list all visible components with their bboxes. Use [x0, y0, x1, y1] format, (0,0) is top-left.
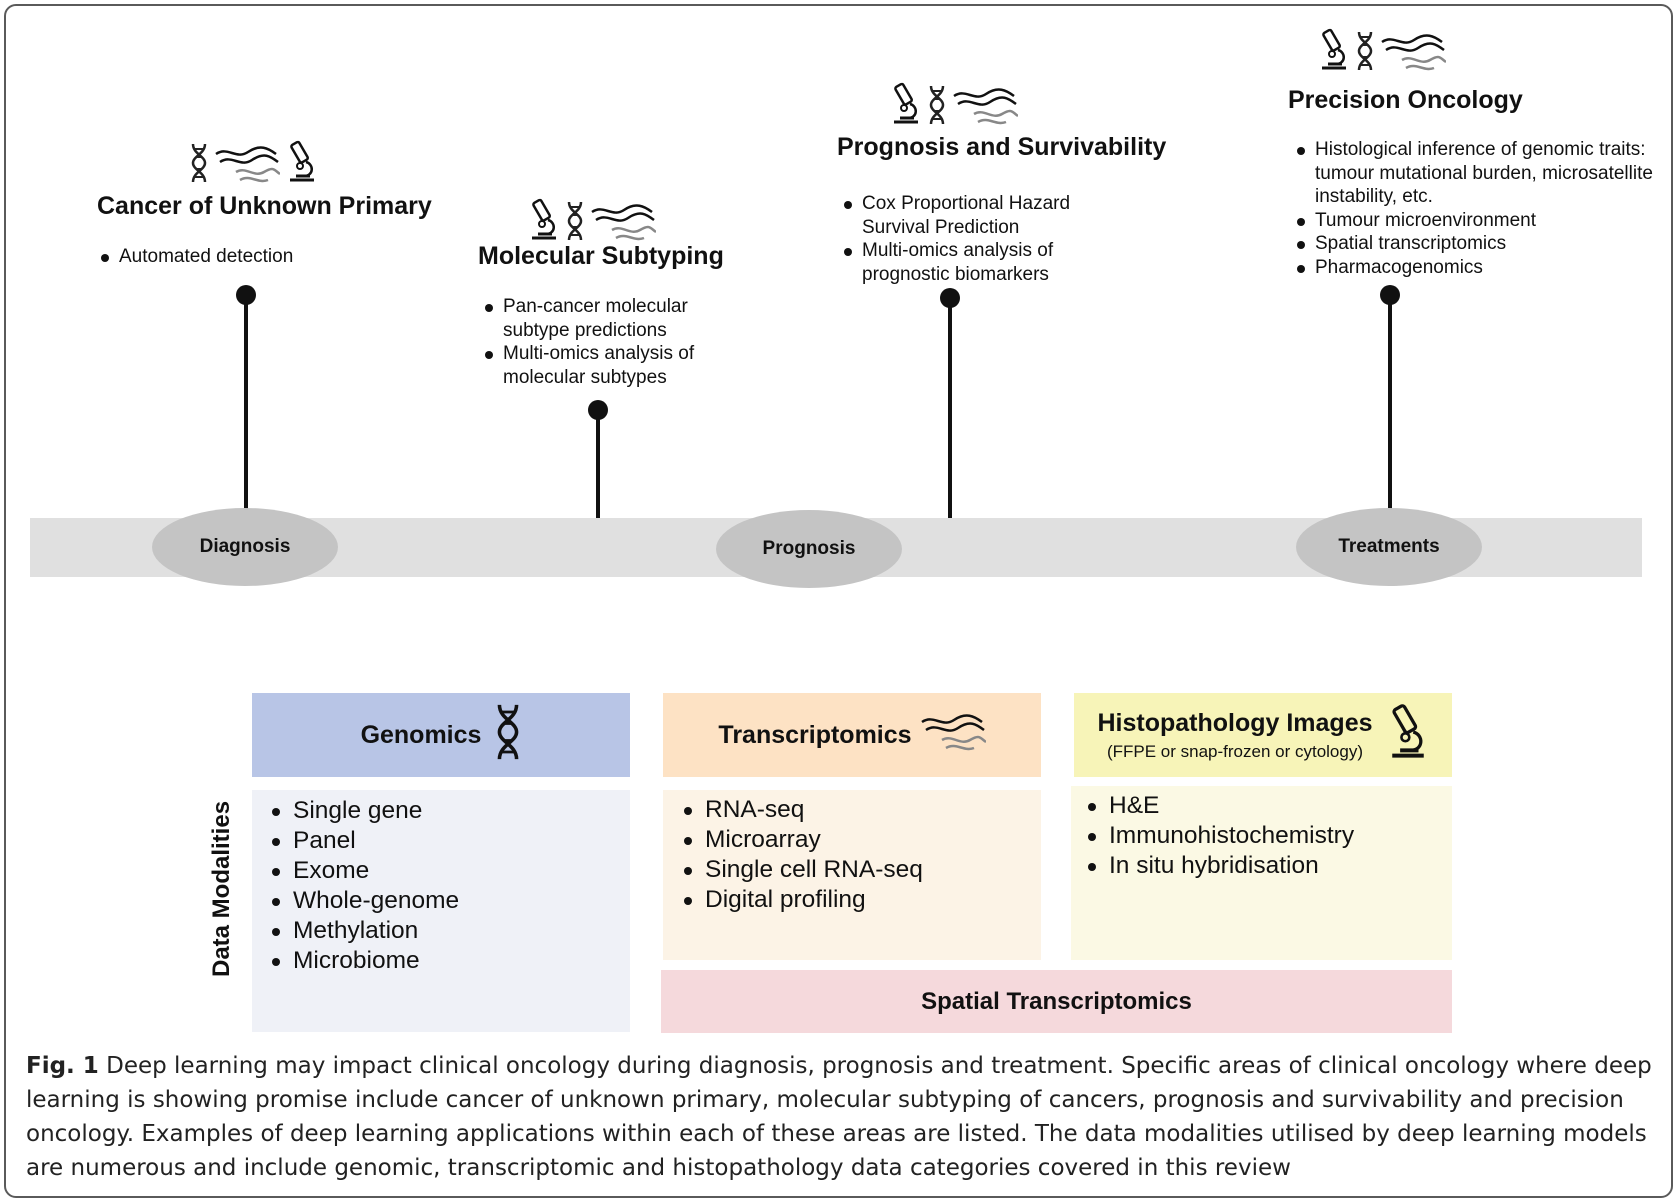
timeline-pin-line [948, 303, 952, 518]
modality-subtitle: (FFPE or snap-frozen or cytology) [1106, 741, 1363, 761]
milestone-title: Molecular Subtyping [478, 242, 724, 270]
list-item: Automated detection [99, 245, 359, 269]
list-item: Spatial transcriptomics [1295, 232, 1660, 256]
modality-body: RNA-seq Microarray Single cell RNA-seq D… [663, 790, 1041, 960]
modality-header: Genomics [252, 693, 630, 777]
dna-icon [190, 142, 208, 189]
stage-prognosis: Prognosis [716, 510, 902, 588]
data-modalities-label: Data Modalities [208, 800, 235, 977]
stage-diagnosis: Diagnosis [152, 508, 338, 586]
milestone-bullets: Pan-cancer molecular subtype predictions… [483, 295, 713, 389]
list-item: Tumour microenvironment [1295, 209, 1660, 233]
milestone-bullets: Cox Proportional Hazard Survival Predict… [842, 192, 1102, 286]
sequence-wave-icon [214, 144, 281, 189]
milestone-icon-group [528, 198, 657, 247]
milestone-title: Cancer of Unknown Primary [97, 192, 432, 220]
list-item: In situ hybridisation [1085, 851, 1452, 881]
list-item: RNA-seq [681, 795, 1041, 825]
sequence-wave-icon [590, 202, 657, 247]
list-item: Single cell RNA-seq [681, 855, 1041, 885]
list-item: Multi-omics analysis of molecular subtyp… [483, 342, 713, 389]
timeline-pin-line [596, 415, 600, 518]
list-item: Single gene [269, 796, 630, 826]
list-item: Microbiome [269, 946, 630, 976]
modality-header: Transcriptomics [663, 693, 1041, 777]
sequence-wave-icon [920, 712, 987, 759]
milestone-title: Precision Oncology [1288, 86, 1523, 114]
list-item: Methylation [269, 916, 630, 946]
timeline-pin-line [244, 300, 248, 518]
list-item: Microarray [681, 825, 1041, 855]
list-item: Multi-omics analysis of prognostic bioma… [842, 239, 1102, 286]
stage-treatments: Treatments [1296, 508, 1482, 586]
modality-title: Transcriptomics [718, 720, 912, 749]
list-item: Whole-genome [269, 886, 630, 916]
milestone-title: Prognosis and Survivability [837, 133, 1167, 161]
caption-label: Fig. 1 [26, 1053, 99, 1079]
list-item: Panel [269, 826, 630, 856]
milestone-icon-group [1318, 28, 1447, 77]
modality-title: Spatial Transcriptomics [921, 987, 1192, 1015]
list-item: Exome [269, 856, 630, 886]
figure-caption: Fig. 1 Deep learning may impact clinical… [26, 1049, 1656, 1185]
list-item: Immunohistochemistry [1085, 821, 1452, 851]
modality-spatial-transcriptomics: Spatial Transcriptomics [661, 970, 1452, 1033]
sequence-wave-icon [952, 86, 1019, 131]
modality-title: Genomics [360, 720, 482, 749]
figure-frame [4, 4, 1673, 1198]
dna-icon [928, 84, 946, 131]
timeline-pin-line [1388, 300, 1392, 518]
timeline-pin-dot [1380, 285, 1400, 305]
timeline-pin-dot [940, 288, 960, 308]
microscope-icon [286, 140, 318, 189]
modality-items: RNA-seq Microarray Single cell RNA-seq D… [681, 795, 1041, 915]
milestone-bullets: Histological inference of genomic traits… [1295, 138, 1660, 279]
sequence-wave-icon [1380, 32, 1447, 77]
caption-text: Deep learning may impact clinical oncolo… [26, 1053, 1652, 1181]
milestone-icon-group [190, 140, 318, 189]
microscope-icon [890, 82, 922, 131]
modality-body: Single gene Panel Exome Whole-genome Met… [252, 790, 630, 1032]
list-item: Pan-cancer molecular subtype predictions [483, 295, 713, 342]
microscope-icon [1387, 702, 1429, 769]
milestone-bullets: Automated detection [99, 245, 359, 269]
modality-body: H&E Immunohistochemistry In situ hybridi… [1071, 786, 1452, 960]
milestone-icon-group [890, 82, 1019, 131]
microscope-icon [528, 198, 560, 247]
modality-items: Single gene Panel Exome Whole-genome Met… [269, 796, 630, 976]
timeline-pin-dot [236, 285, 256, 305]
dna-icon [566, 200, 584, 247]
modality-header: Histopathology Images (FFPE or snap-froz… [1074, 693, 1452, 777]
dna-icon [1356, 30, 1374, 77]
modality-items: H&E Immunohistochemistry In situ hybridi… [1085, 791, 1452, 881]
list-item: Pharmacogenomics [1295, 256, 1660, 280]
dna-icon [495, 702, 521, 769]
modality-title-group: Histopathology Images (FFPE or snap-froz… [1097, 709, 1372, 762]
timeline-pin-dot [588, 400, 608, 420]
list-item: Histological inference of genomic traits… [1295, 138, 1660, 209]
list-item: H&E [1085, 791, 1452, 821]
list-item: Digital profiling [681, 885, 1041, 915]
list-item: Cox Proportional Hazard Survival Predict… [842, 192, 1102, 239]
microscope-icon [1318, 28, 1350, 77]
modality-title: Histopathology Images [1097, 708, 1373, 737]
